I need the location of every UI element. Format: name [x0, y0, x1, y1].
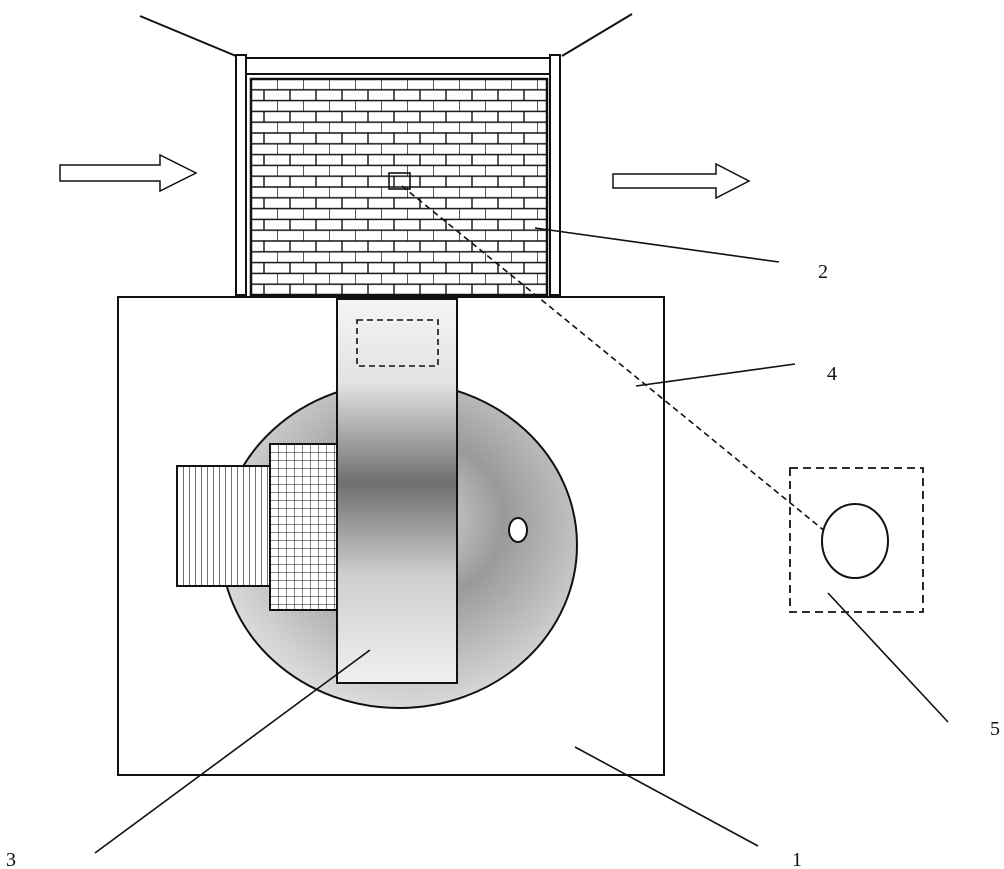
label-3: 3 — [6, 849, 16, 869]
left-support-wire — [139, 15, 237, 57]
striped-block — [176, 465, 271, 587]
inset-dashed-frame — [789, 467, 924, 613]
band-dashed-window — [356, 319, 439, 367]
right-support-wire — [561, 13, 633, 57]
leader-line-2 — [534, 227, 780, 263]
label-1: 1 — [792, 849, 802, 869]
inflow-arrow — [59, 153, 198, 193]
outflow-arrow — [612, 162, 751, 200]
leader-line-3 — [94, 649, 371, 854]
label-4: 4 — [827, 363, 837, 385]
brick-panel-assembly — [139, 13, 633, 297]
brick-panel — [249, 77, 549, 297]
left-frame-post — [235, 54, 247, 296]
right-frame-post — [549, 54, 561, 296]
zoom-dashed-line — [401, 185, 833, 538]
grid-block — [269, 443, 338, 611]
top-frame-bar — [245, 57, 551, 75]
label-2: 2 — [818, 261, 828, 283]
leader-line-5 — [827, 592, 949, 723]
leader-line-4 — [635, 363, 796, 387]
disc-hole — [508, 517, 528, 543]
leader-line-1 — [574, 746, 759, 847]
inset-circle — [821, 503, 889, 579]
sample-marker-square — [388, 172, 411, 190]
vertical-band — [336, 298, 458, 684]
label-5: 5 — [990, 718, 1000, 740]
